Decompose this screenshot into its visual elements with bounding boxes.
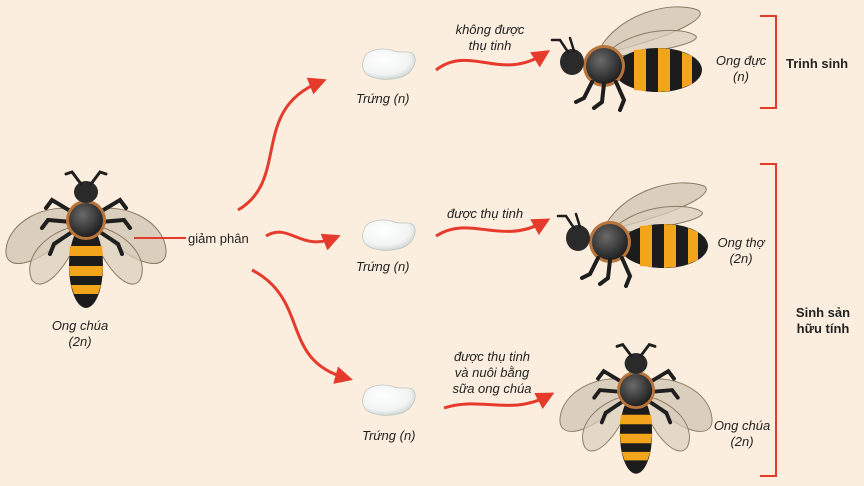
worker-name-label: Ong thợ (2n) [717,235,765,266]
condition-royal-jelly: được thụ tinh và nuôi bằng sữa ong chúa [452,349,532,396]
meiosis-label: giảm phân [188,231,249,246]
drone-name-label: Ong đực (n) [715,53,767,84]
egg-label-2: Trứng (n) [356,259,410,274]
worker-bee-icon [556,180,710,288]
arrow-to-egg-1 [237,77,327,212]
queen-name-label: Ong chúa (2n) [51,318,109,349]
arrow-to-egg-3 [251,268,353,384]
arrow-to-queen [443,392,555,410]
bracket-parthenogenesis [760,15,777,109]
arrow-to-drone [435,50,551,72]
condition-fertilized: được thụ tinh [447,206,524,221]
bracket-sexual [760,163,777,477]
arrow-to-worker [435,218,551,238]
egg-icon [362,219,416,251]
bracket-label-sexual: Sinh sản hữu tính [795,305,851,336]
condition-unfertilized: không được thụ tinh [455,22,525,53]
queen-bee-icon [558,342,714,476]
bracket-label-parthenogenesis: Trinh sinh [786,56,849,71]
arrow-to-egg-2 [265,230,341,251]
drone-bee-icon [550,4,704,112]
queen-bee-icon [3,170,169,310]
result-queen-name-label: Ong chúa (2n) [713,418,771,449]
egg-icon [362,384,416,416]
egg-label-3: Trứng (n) [362,428,416,443]
egg-icon [362,48,416,80]
egg-label-1: Trứng (n) [356,91,410,106]
